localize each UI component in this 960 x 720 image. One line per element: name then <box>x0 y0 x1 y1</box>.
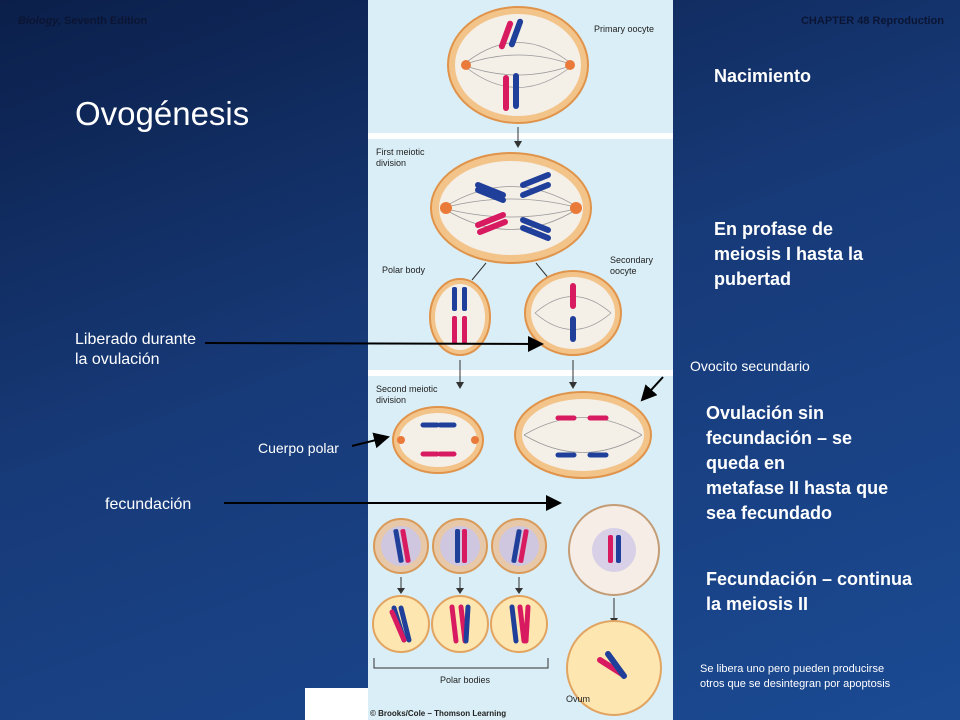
note-ovulation-line: sea fecundado <box>706 503 833 523</box>
figure-separator <box>368 133 673 139</box>
second-division-polar-cell <box>392 406 484 474</box>
label-ovum: Ovum <box>566 694 590 704</box>
note-fertilization: fecundación <box>105 496 192 513</box>
note-released-line: Liberado durante <box>75 331 196 348</box>
note-fertilization-line: Fecundación – continua <box>706 569 913 589</box>
oogenesis-figure: Primary oocyte First meiotic division Po… <box>368 6 673 718</box>
label-secondary-oocyte-2: oocyte <box>610 266 637 276</box>
polar-body-row-2 <box>372 595 548 653</box>
book-edition: Seventh Edition <box>60 15 148 27</box>
first-division-cell <box>430 152 592 264</box>
note-prophase-line: meiosis I hasta la <box>714 244 864 264</box>
note-ovulation-line: metafase II hasta que <box>706 478 889 498</box>
primary-oocyte-cell <box>447 6 589 124</box>
label-first-division: First meiotic <box>376 147 425 157</box>
note-release-line: otros que se desintegran por apoptosis <box>700 678 891 690</box>
polar-bodies-bracket <box>373 658 549 669</box>
note-birth: Nacimiento <box>714 66 812 86</box>
note-prophase-line: En profase de <box>714 219 834 239</box>
second-division-oocyte-cell <box>514 391 652 479</box>
slide-title: Ovogénesis <box>75 95 250 132</box>
label-secondary-oocyte: Secondary <box>610 255 654 265</box>
note-release-line: Se libera uno pero pueden producirse <box>700 663 885 675</box>
note-secondary-oocyte: Ovocito secundario <box>690 358 810 374</box>
label-polar-bodies: Polar bodies <box>440 675 491 685</box>
note-fertilization-line: la meiosis II <box>706 594 809 614</box>
ovum-cell <box>566 620 662 716</box>
note-release: Se libera uno pero pueden producirse otr… <box>700 662 890 692</box>
polar-body-cell <box>429 278 491 356</box>
figure-separator <box>368 370 673 376</box>
note-ovulation: Ovulación sin fecundación – se queda en … <box>706 401 888 526</box>
label-first-division-2: division <box>376 158 406 168</box>
fertilized-oocyte-cell <box>568 504 660 596</box>
label-second-division: Second meiotic <box>376 384 438 394</box>
label-polar-body: Polar body <box>382 265 426 275</box>
note-polar-body: Cuerpo polar <box>258 440 339 456</box>
note-prophase-line: pubertad <box>714 269 792 289</box>
figure-footer-box <box>305 688 368 720</box>
note-released-line: la ovulación <box>75 351 160 368</box>
secondary-oocyte-cell <box>524 270 622 356</box>
note-ovulation-line: queda en <box>706 453 786 473</box>
label-second-division-2: division <box>376 395 406 405</box>
book-header: Biology, Seventh Edition <box>18 15 147 27</box>
figure-credit: © Brooks/Cole – Thomson Learning <box>370 709 506 718</box>
note-ovulation-line: Ovulación sin <box>706 403 825 423</box>
note-fertilization-continues: Fecundación – continua la meiosis II <box>706 567 912 617</box>
chapter-header: CHAPTER 48 Reproduction <box>800 15 944 27</box>
label-primary-oocyte: Primary oocyte <box>594 24 654 34</box>
note-ovulation-line: fecundación – se <box>706 428 853 448</box>
book-title: Biology, <box>18 15 61 27</box>
polar-body-row-1 <box>373 518 547 574</box>
note-released-during-ovulation: Liberado durante la ovulación <box>75 330 196 370</box>
note-prophase: En profase de meiosis I hasta la puberta… <box>714 217 863 292</box>
